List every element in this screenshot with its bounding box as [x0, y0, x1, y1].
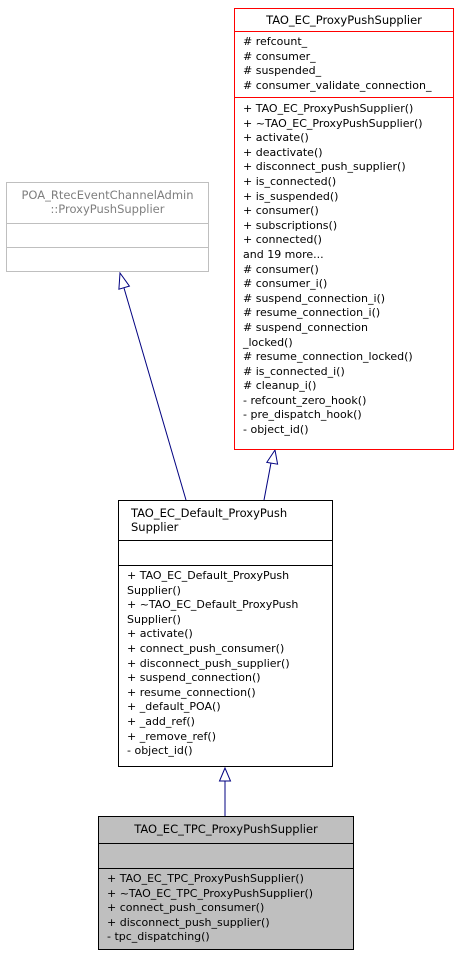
class-box-tao-ec-proxy-push-supplier[interactable]: TAO_EC_ProxyPushSupplier # refcount_# co… — [234, 8, 454, 450]
class-attribute: # suspended_ — [243, 64, 322, 78]
class-operation: - refcount_zero_hook() — [243, 393, 367, 407]
class-operation: + connect_push_consumer() — [107, 901, 265, 915]
inheritance-line-default-to-poa — [123, 287, 187, 501]
class-operation: + activate() — [243, 131, 309, 145]
class-attribute: # consumer_validate_connection_ — [243, 78, 432, 92]
class-operation: Supplier() — [127, 583, 181, 597]
class-name-line-1: POA_RtecEventChannelAdmin — [21, 188, 194, 202]
operations-compartment: + TAO_EC_TPC_ProxyPushSupplier()+ ~TAO_E… — [99, 869, 353, 945]
attributes-compartment — [99, 844, 353, 869]
class-operation: + activate() — [127, 627, 193, 641]
class-operation: + connected() — [243, 233, 322, 247]
class-operation: + disconnect_push_supplier() — [107, 915, 270, 929]
class-box-tao-ec-tpc-proxy-push-supplier[interactable]: TAO_EC_TPC_ProxyPushSupplier + TAO_EC_TP… — [98, 816, 354, 950]
class-operation: # consumer_i() — [243, 277, 328, 291]
class-box-poa-proxy-push-supplier[interactable]: POA_RtecEventChannelAdmin ::ProxyPushSup… — [6, 182, 209, 272]
class-name: TAO_EC_ProxyPushSupplier — [235, 9, 453, 32]
class-operation: # cleanup_i() — [243, 379, 317, 393]
class-operation: + connect_push_consumer() — [127, 641, 285, 655]
class-operation: + suspend_connection() — [127, 671, 261, 685]
class-name-line-1: TAO_EC_Default_ProxyPush — [131, 506, 288, 520]
class-operation: + TAO_EC_ProxyPushSupplier() — [243, 102, 414, 115]
class-operation: + TAO_EC_TPC_ProxyPushSupplier() — [107, 872, 304, 885]
class-operation: + _add_ref() — [127, 714, 195, 728]
class-operation: + _default_POA() — [127, 700, 221, 714]
class-operation: - pre_dispatch_hook() — [243, 408, 362, 422]
class-name-line-2: ::ProxyPushSupplier — [50, 202, 165, 216]
class-operation: - tpc_dispatching() — [107, 930, 210, 944]
class-name: POA_RtecEventChannelAdmin ::ProxyPushSup… — [7, 183, 208, 224]
attributes-compartment — [119, 541, 332, 566]
class-operation: + deactivate() — [243, 145, 323, 159]
class-operation: + ~TAO_EC_TPC_ProxyPushSupplier() — [107, 886, 314, 900]
operations-compartment: + TAO_EC_ProxyPushSupplier()+ ~TAO_EC_Pr… — [235, 98, 453, 438]
class-operation: _locked() — [243, 335, 293, 349]
class-operation: # resume_connection_i() — [243, 306, 381, 320]
class-name: TAO_EC_TPC_ProxyPushSupplier — [99, 817, 353, 844]
class-operation: - object_id() — [243, 423, 309, 437]
class-operation: # consumer() — [243, 262, 319, 276]
class-operation: + ~TAO_EC_ProxyPushSupplier() — [243, 116, 423, 130]
class-name-line-2: Supplier — [131, 520, 179, 534]
class-operation: + consumer() — [243, 204, 319, 218]
class-attribute: # refcount_ — [243, 35, 308, 48]
attributes-compartment: # refcount_# consumer_# suspended_# cons… — [235, 32, 453, 98]
class-operation: + resume_connection() — [127, 685, 256, 699]
inheritance-arrowhead-proxy — [265, 448, 279, 465]
class-operation: # is_connected_i() — [243, 364, 345, 378]
class-operation: # resume_connection_locked() — [243, 350, 413, 364]
class-attribute: # consumer_ — [243, 49, 316, 63]
class-operation: + disconnect_push_supplier() — [243, 160, 406, 174]
inheritance-arrowhead-default — [218, 766, 232, 782]
class-operation: # suspend_connection_i() — [243, 291, 386, 305]
class-operation: + subscriptions() — [243, 218, 338, 232]
class-operation: # suspend_connection — [243, 320, 368, 334]
inheritance-line-default-to-proxy — [263, 462, 272, 501]
class-operation: and 19 more... — [243, 247, 324, 261]
class-operation: - object_id() — [127, 744, 193, 758]
class-operation: Supplier() — [127, 612, 181, 626]
class-operation: + _remove_ref() — [127, 729, 216, 743]
attributes-compartment — [7, 224, 208, 248]
class-operation: + is_suspended() — [243, 189, 339, 203]
class-operation: + ~TAO_EC_Default_ProxyPush — [127, 598, 299, 612]
class-box-tao-ec-default-proxy-push-supplier[interactable]: TAO_EC_Default_ProxyPush Supplier + TAO_… — [118, 500, 333, 767]
class-operation: + is_connected() — [243, 174, 337, 188]
class-operation: + disconnect_push_supplier() — [127, 656, 290, 670]
class-name: TAO_EC_Default_ProxyPush Supplier — [119, 501, 332, 541]
inheritance-arrowhead-poa — [118, 271, 131, 290]
class-operation: + TAO_EC_Default_ProxyPush — [127, 569, 290, 582]
